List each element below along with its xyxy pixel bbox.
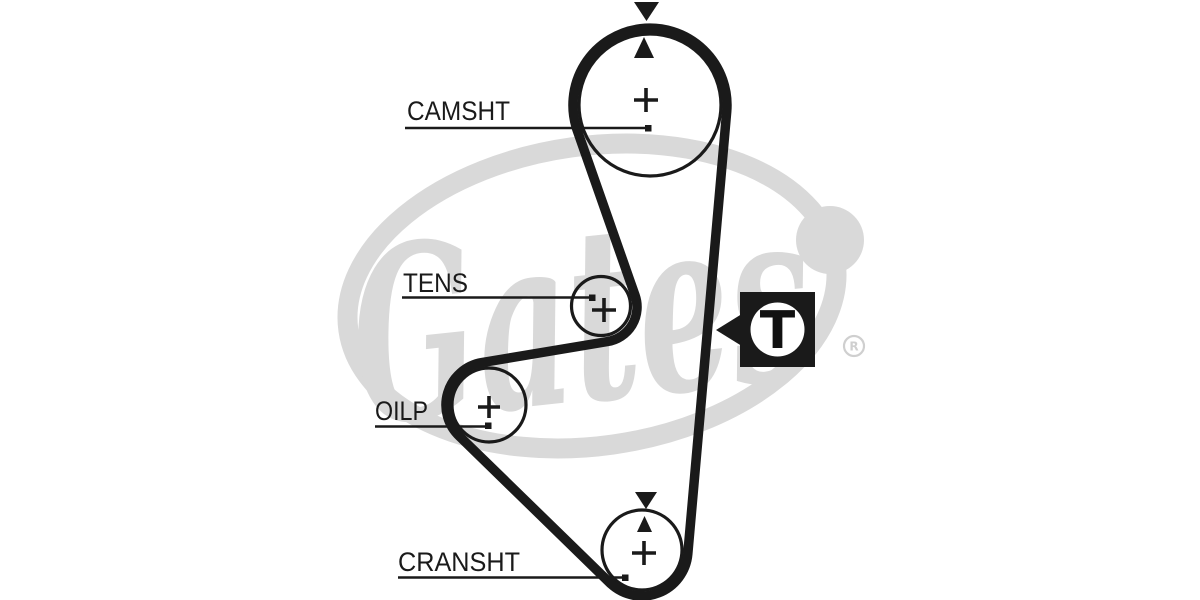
crankshaft-leader-dot [622, 574, 629, 581]
tensioner-pulley [569, 274, 633, 338]
registered-trademark-letter: R [849, 340, 858, 354]
crankshaft-arrow-up-icon [637, 516, 652, 532]
oil-pump-pulley [450, 366, 528, 444]
tensioner-label: TENS [403, 268, 468, 298]
alignment-marks [634, 2, 659, 532]
camshaft-center-mark [634, 88, 658, 112]
oil-pump-center-mark [478, 396, 500, 418]
crankshaft-pulley [600, 508, 684, 592]
crankshaft-center-mark [632, 541, 656, 565]
leader-lines [375, 126, 648, 579]
oil-pump-leader-dot [485, 422, 492, 429]
oil-pump-label: OILP [375, 396, 428, 426]
center-marks [478, 88, 658, 565]
timing-mark-circle [750, 302, 805, 357]
camshaft-pulley [577, 32, 723, 178]
timing-belt [441, 23, 732, 600]
camshaft-leader-dot [645, 125, 652, 132]
watermark-swoosh-end [796, 206, 864, 274]
timing-mark-arrow-left-icon [716, 314, 741, 346]
timing-mark-badge: T [716, 292, 815, 367]
registered-trademark-icon: R [842, 334, 866, 358]
pulley-labels: CAMSHT TENS OILP CRANSHT [375, 96, 520, 577]
timing-mark-letter: T [760, 301, 796, 361]
registered-trademark-circle [842, 334, 866, 358]
camshaft-arrow-down-icon [634, 2, 659, 21]
leader-dots [485, 125, 652, 581]
camshaft-label: CAMSHT [407, 96, 510, 126]
crankshaft-label: CRANSHT [398, 547, 520, 577]
camshaft-arrow-up-icon [634, 37, 654, 58]
crankshaft-arrow-down-icon [635, 492, 657, 509]
tensioner-leader-dot [589, 294, 596, 301]
tensioner-center-mark [592, 298, 616, 322]
pulleys [450, 32, 723, 592]
